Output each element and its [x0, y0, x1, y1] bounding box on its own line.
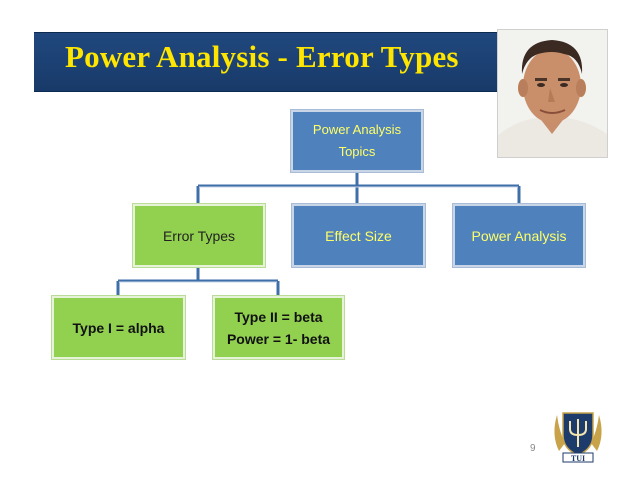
node-error-types-label: Error Types [163, 228, 235, 244]
root-node-line2: Topics [313, 141, 401, 163]
root-node-power-analysis-topics: Power Analysis Topics [291, 110, 423, 172]
node-type-two-line2: Power = 1- beta [227, 328, 330, 350]
node-type-two-error: Type II = beta Power = 1- beta [213, 296, 344, 359]
slide-title: Power Analysis - Error Types [65, 35, 485, 79]
node-type-one-label: Type I = alpha [73, 320, 165, 336]
page-number: 9 [530, 443, 536, 454]
node-effect-size-label: Effect Size [325, 228, 392, 244]
presenter-photo [497, 29, 608, 158]
logo-text: TUI [571, 454, 585, 463]
root-node-line1: Power Analysis [313, 119, 401, 141]
node-power-analysis: Power Analysis [453, 204, 585, 267]
node-error-types: Error Types [133, 204, 265, 267]
node-power-analysis-label: Power Analysis [472, 228, 567, 244]
node-effect-size: Effect Size [292, 204, 425, 267]
node-type-one-error: Type I = alpha [52, 296, 185, 359]
university-crest-trident-icon: TUI [549, 405, 607, 465]
node-type-two-line1: Type II = beta [227, 306, 330, 328]
